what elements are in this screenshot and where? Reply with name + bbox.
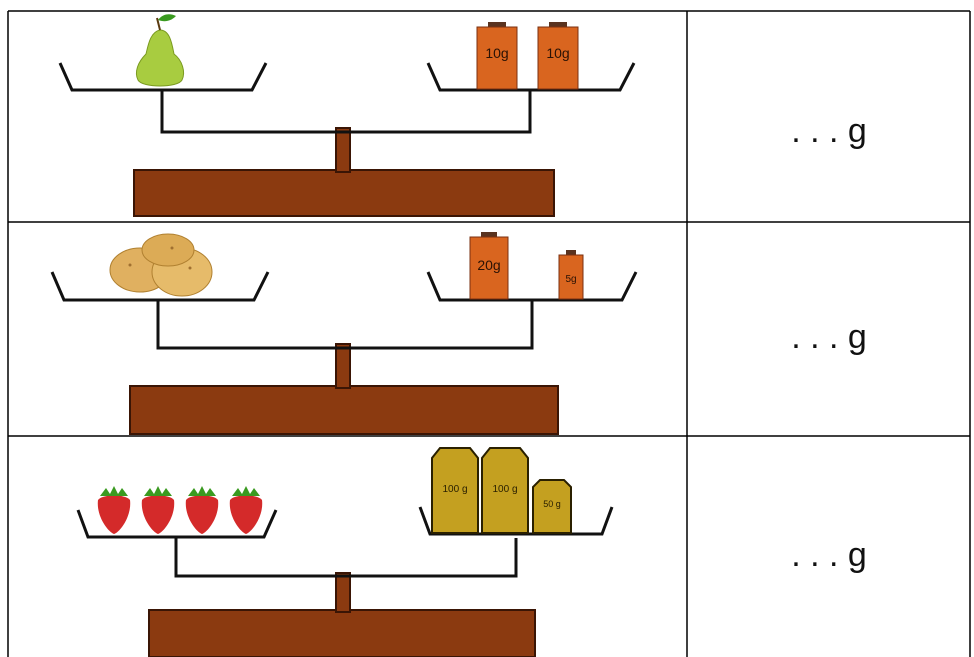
pear-icon bbox=[135, 14, 185, 87]
answer-blank-2[interactable]: . . . g bbox=[791, 318, 867, 356]
answer-blank-3[interactable]: . . . g bbox=[791, 536, 867, 574]
weight-label: 5g bbox=[565, 274, 576, 285]
weight-label: 100 g bbox=[442, 484, 467, 495]
scale-beam bbox=[174, 538, 518, 578]
weight-label: 20g bbox=[477, 257, 500, 273]
strawberry-icon bbox=[229, 486, 263, 534]
strawberry-icon bbox=[141, 486, 175, 534]
scale-post bbox=[335, 572, 351, 613]
weight-10g-a: 10g bbox=[476, 22, 518, 90]
scale-post bbox=[335, 343, 351, 389]
left-pan bbox=[76, 509, 278, 539]
right-pan bbox=[426, 62, 636, 92]
scale-row-3: 100 g 100 g 50 g bbox=[76, 447, 614, 657]
left-pan bbox=[58, 62, 268, 92]
scale-post bbox=[335, 127, 351, 173]
strawberry-icon bbox=[185, 486, 219, 534]
weight-5g: 5g bbox=[558, 250, 584, 300]
scale-row-2: 20g 5g bbox=[50, 232, 638, 435]
weight-10g-b: 10g bbox=[537, 22, 579, 90]
right-pan bbox=[426, 271, 638, 302]
scale-base bbox=[148, 609, 536, 657]
table-grid bbox=[7, 10, 971, 657]
left-pan bbox=[50, 271, 270, 302]
strawberry-icon bbox=[97, 486, 131, 534]
potatoes-icon bbox=[109, 233, 213, 297]
scale-row-1: 10g 10g bbox=[58, 14, 636, 217]
weight-label: 10g bbox=[485, 45, 508, 61]
weight-label: 100 g bbox=[492, 484, 517, 495]
weight-label: 10g bbox=[546, 45, 569, 61]
weight-100g-a: 100 g bbox=[431, 447, 479, 534]
scale-beam bbox=[156, 300, 534, 350]
weight-50g: 50 g bbox=[532, 479, 572, 534]
weight-label: 50 g bbox=[543, 499, 561, 509]
weight-20g: 20g bbox=[469, 232, 509, 300]
scale-beam bbox=[160, 90, 532, 134]
scale-base bbox=[129, 385, 559, 435]
scale-base bbox=[133, 169, 555, 217]
weight-100g-b: 100 g bbox=[481, 447, 529, 534]
answer-blank-1[interactable]: . . . g bbox=[791, 112, 867, 150]
